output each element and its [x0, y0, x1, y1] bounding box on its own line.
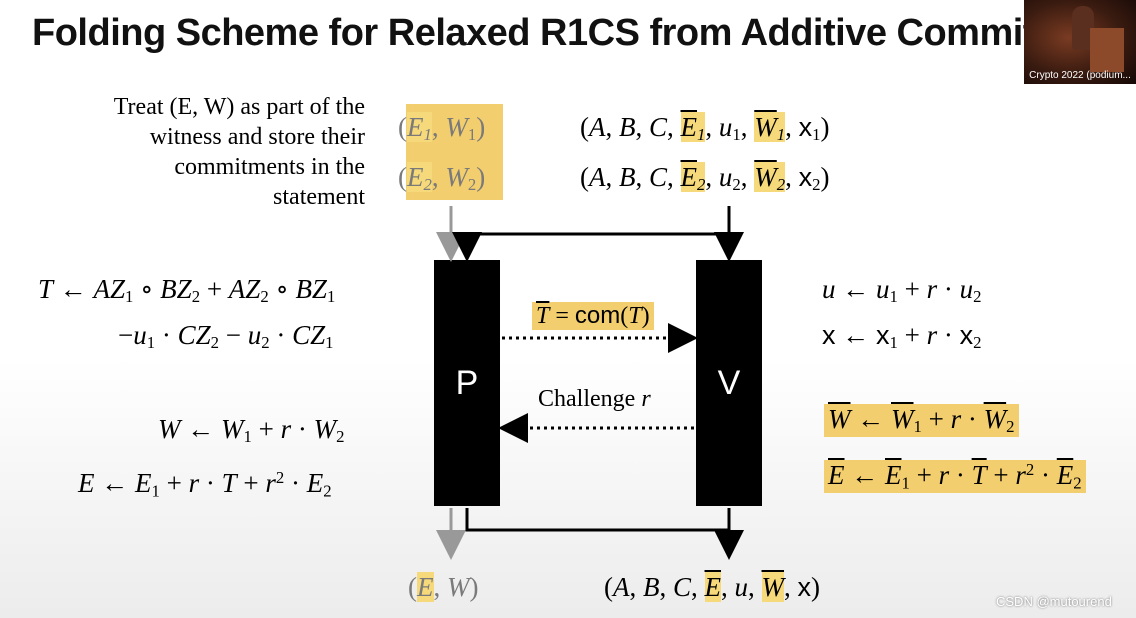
- podium: [1090, 28, 1124, 72]
- note-line-1: Treat (E, W) as part of the: [113, 94, 365, 120]
- folded-instance: (A, B, C, E, u, W, x): [604, 572, 821, 602]
- verifier-label: V: [717, 363, 741, 402]
- eq-fold-e-commit: E ← E1 + r · T + r2 · E2: [824, 460, 1086, 494]
- prover-label: P: [455, 363, 479, 402]
- note-line-2: witness and store their: [149, 124, 365, 150]
- challenge-message-label: Challenge r: [538, 386, 651, 413]
- explanation-note: Treat (E, W) as part of the witness and …: [40, 92, 365, 212]
- eq-fold-x: x ← x1 + r · x2: [822, 320, 982, 353]
- slide-title: Folding Scheme for Relaxed R1CS from Add…: [32, 12, 1089, 54]
- instance-2: (A, B, C, E2, u2, W2, x2): [580, 162, 830, 195]
- note-line-4: statement: [273, 184, 365, 210]
- witness-2: (E2, W2): [398, 162, 486, 195]
- witness-1: (E1, W1): [398, 112, 486, 145]
- verifier-box: V: [696, 260, 762, 506]
- commit-message-label: T = com(T): [532, 302, 654, 330]
- instance-1: (A, B, C, E1, u1, W1, x1): [580, 112, 830, 145]
- folded-witness: (E, W): [408, 572, 479, 602]
- instance-to-prover-arrow: [452, 232, 729, 262]
- prover-box: P: [434, 260, 500, 506]
- watermark: CSDN @mutourend: [996, 594, 1112, 609]
- eq-fold-w: W ← W1 + r · W2: [158, 414, 345, 447]
- eq-fold-e: E ← E1 + r · T + r2 · E2: [78, 468, 332, 501]
- eq-fold-w-commit: W ← W1 + r · W2: [824, 404, 1019, 438]
- prover-to-output-line: [465, 508, 729, 532]
- challenge-var: r: [641, 386, 651, 412]
- video-caption: Crypto 2022 (podium...: [1029, 70, 1131, 81]
- eq-cross-term-2: −u1 · CZ2 − u2 · CZ1: [118, 320, 334, 353]
- eq-fold-u: u ← u1 + r · u2: [822, 274, 982, 307]
- speaker-video-thumbnail[interactable]: Crypto 2022 (podium...: [1024, 0, 1136, 84]
- speaker-figure: [1072, 6, 1094, 50]
- note-line-3: commitments in the: [174, 154, 365, 180]
- eq-cross-term-1: T ← AZ1 ∘ BZ2 + AZ2 ∘ BZ1: [38, 274, 336, 307]
- challenge-text: Challenge: [538, 386, 636, 412]
